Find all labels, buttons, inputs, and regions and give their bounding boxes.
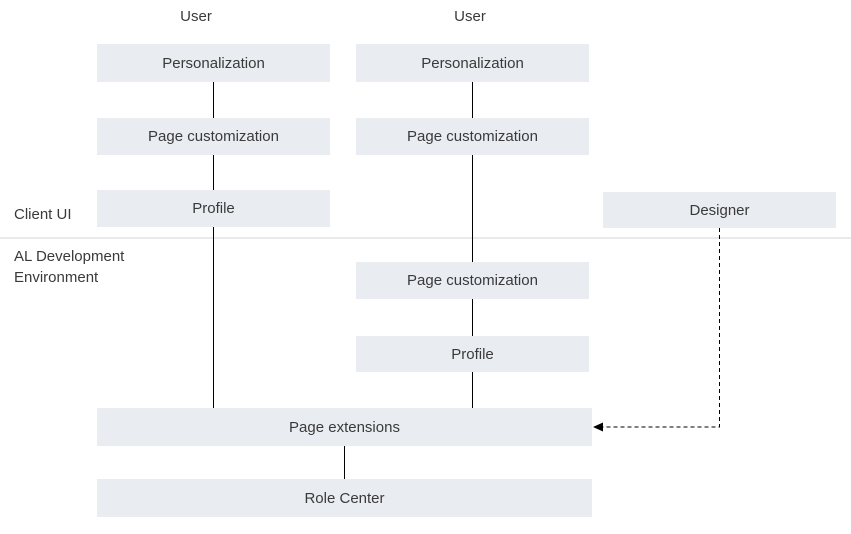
arrowhead-left-icon — [593, 422, 603, 432]
personalization-box-mid: Personalization — [356, 44, 589, 82]
page-customization-box-mid-upper: Page customization — [356, 118, 589, 155]
page-customization-box-left: Page customization — [97, 118, 330, 155]
user-label-left: User — [180, 8, 212, 25]
client-ui-label: Client UI — [14, 206, 72, 223]
al-development-environment-label: AL Development Environment — [14, 248, 125, 286]
profile-box-mid: Profile — [356, 336, 589, 372]
personalization-box-left: Personalization — [97, 44, 330, 82]
designer-box: Designer — [603, 192, 836, 228]
user-label-right: User — [454, 8, 486, 25]
connector-designer-to-page-extensions-dashed — [602, 228, 720, 428]
profile-box-left: Profile — [97, 190, 330, 227]
role-center-box: Role Center — [97, 479, 592, 517]
page-extensions-box: Page extensions — [97, 408, 592, 446]
page-customization-box-mid-lower: Page customization — [356, 262, 589, 299]
